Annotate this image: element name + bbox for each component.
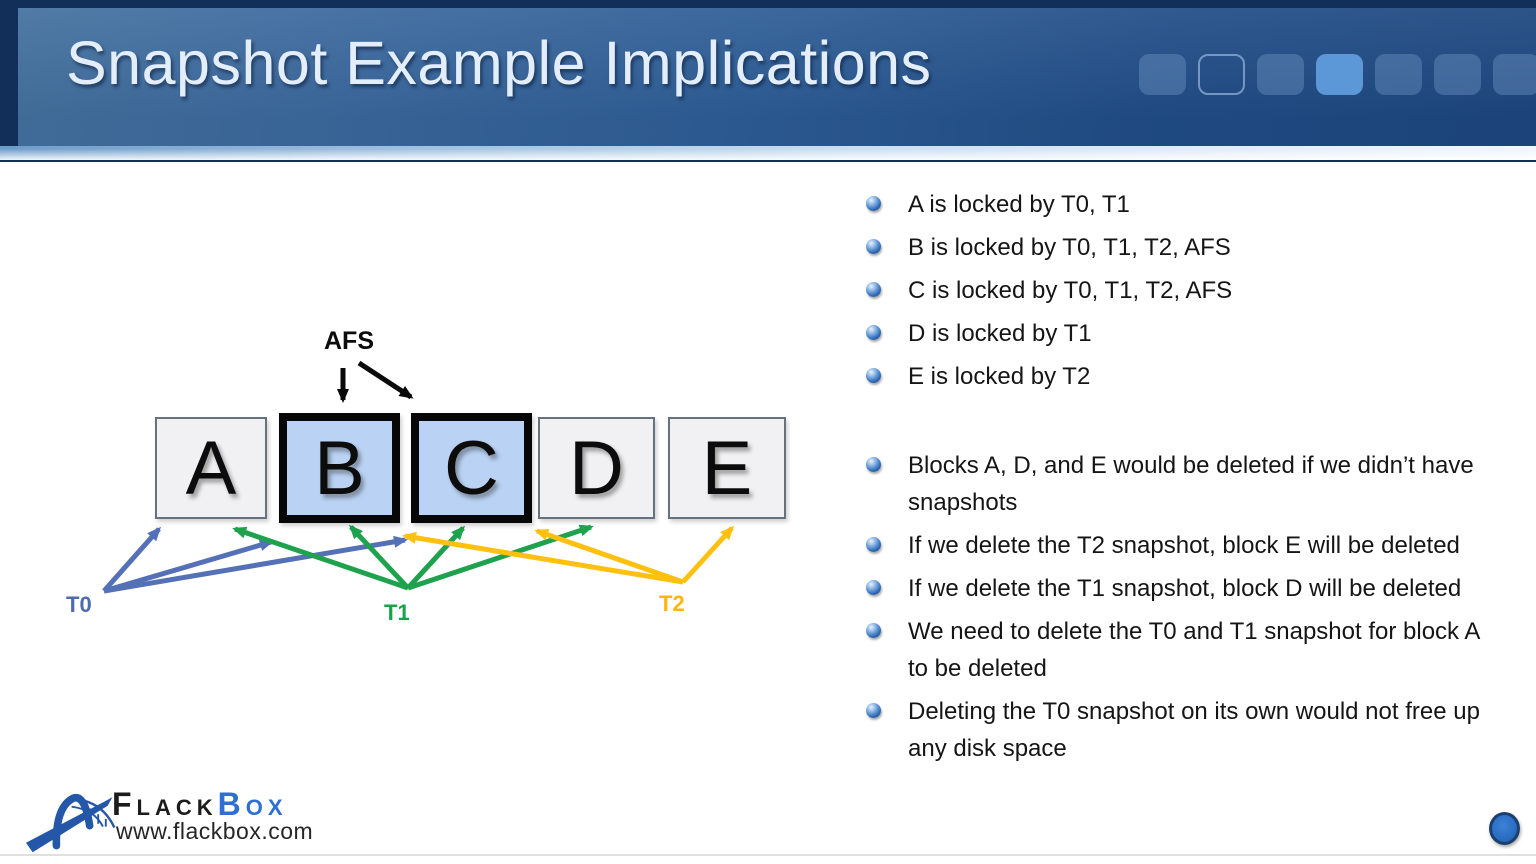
bullet-item: B is locked by T0, T1, T2, AFS <box>858 229 1503 266</box>
bullet-text: C is locked by T0, T1, T2, AFS <box>908 277 1233 304</box>
bullet-item: D is locked by T1 <box>858 315 1503 352</box>
afs-label: AFS <box>324 327 374 355</box>
bullet-sphere-icon <box>866 703 881 718</box>
logo-wordmark: FlackBox <box>112 786 288 823</box>
decoration-box-outline <box>1198 54 1245 95</box>
bullet-text: Blocks A, D, and E would be deleted if w… <box>908 452 1474 516</box>
decoration-box <box>1375 54 1422 95</box>
bullet-text: Deleting the T0 snapshot on its own woul… <box>908 698 1480 762</box>
snapshot-label-t0: T0 <box>66 592 92 617</box>
blue-dot-icon <box>1489 812 1520 845</box>
snapshot-arrows <box>102 360 735 594</box>
block-d: D <box>538 417 655 519</box>
header-gradient-panel <box>18 8 1536 146</box>
snapshot-label-t1: T1 <box>384 600 410 625</box>
header-bottom-band <box>0 146 1536 160</box>
bullet-item: C is locked by T0, T1, T2, AFS <box>858 272 1503 309</box>
page-title: Snapshot Example Implications <box>66 29 932 97</box>
logo-text-flack: Flack <box>112 786 218 822</box>
bullet-text: E is locked by T2 <box>908 363 1091 390</box>
t2-arrows <box>402 525 735 585</box>
decoration-box <box>1493 54 1536 95</box>
bullet-sphere-icon <box>866 282 881 297</box>
block-c: C <box>411 413 532 523</box>
bullet-item: We need to delete the T0 and T1 snapshot… <box>858 613 1503 687</box>
bullet-sphere-icon <box>866 537 881 552</box>
bullet-text: A is locked by T0, T1 <box>908 191 1130 218</box>
bullet-item: If we delete the T2 snapshot, block E wi… <box>858 527 1503 564</box>
header-decoration <box>1139 54 1536 95</box>
bridge-icon <box>26 793 116 853</box>
implications-bullets-list: Blocks A, D, and E would be deleted if w… <box>858 447 1503 767</box>
bullet-text: We need to delete the T0 and T1 snapshot… <box>908 618 1480 682</box>
snapshot-label-t2: T2 <box>659 591 685 616</box>
bottom-divider <box>0 854 1536 856</box>
bullet-sphere-icon <box>866 239 881 254</box>
bullet-sphere-icon <box>866 368 881 383</box>
bullet-item: If we delete the T1 snapshot, block D wi… <box>858 570 1503 607</box>
bullet-text: B is locked by T0, T1, T2, AFS <box>908 234 1231 261</box>
bullet-sphere-icon <box>866 196 881 211</box>
bullet-text: If we delete the T1 snapshot, block D wi… <box>908 575 1462 602</box>
bullet-sphere-icon <box>866 457 881 472</box>
decoration-box <box>1139 54 1186 95</box>
bullet-item: Blocks A, D, and E would be deleted if w… <box>858 447 1503 521</box>
bullet-sphere-icon <box>866 325 881 340</box>
website-url: www.flackbox.com <box>116 818 314 844</box>
decoration-box <box>1434 54 1481 95</box>
bullet-text: If we delete the T2 snapshot, block E wi… <box>908 532 1460 559</box>
bullet-sphere-icon <box>866 623 881 638</box>
bullet-item: A is locked by T0, T1 <box>858 186 1503 223</box>
t0-arrows <box>102 526 408 594</box>
decoration-box <box>1257 54 1304 95</box>
decoration-box-bright <box>1316 54 1363 95</box>
afs-arrows <box>337 360 414 403</box>
bullet-panel: A is locked by T0, T1 B is locked by T0,… <box>858 186 1503 773</box>
block-b: B <box>279 413 400 523</box>
block-a: A <box>155 417 267 519</box>
bullet-item: E is locked by T2 <box>858 358 1503 395</box>
bullet-sphere-icon <box>866 580 881 595</box>
logo-text-box: Box <box>217 786 288 822</box>
block-e: E <box>668 417 786 519</box>
slide-header: Snapshot Example Implications <box>0 0 1536 162</box>
bullet-text: D is locked by T1 <box>908 320 1092 347</box>
locked-bullets-list: A is locked by T0, T1 B is locked by T0,… <box>858 186 1503 395</box>
bullet-item: Deleting the T0 snapshot on its own woul… <box>858 693 1503 767</box>
